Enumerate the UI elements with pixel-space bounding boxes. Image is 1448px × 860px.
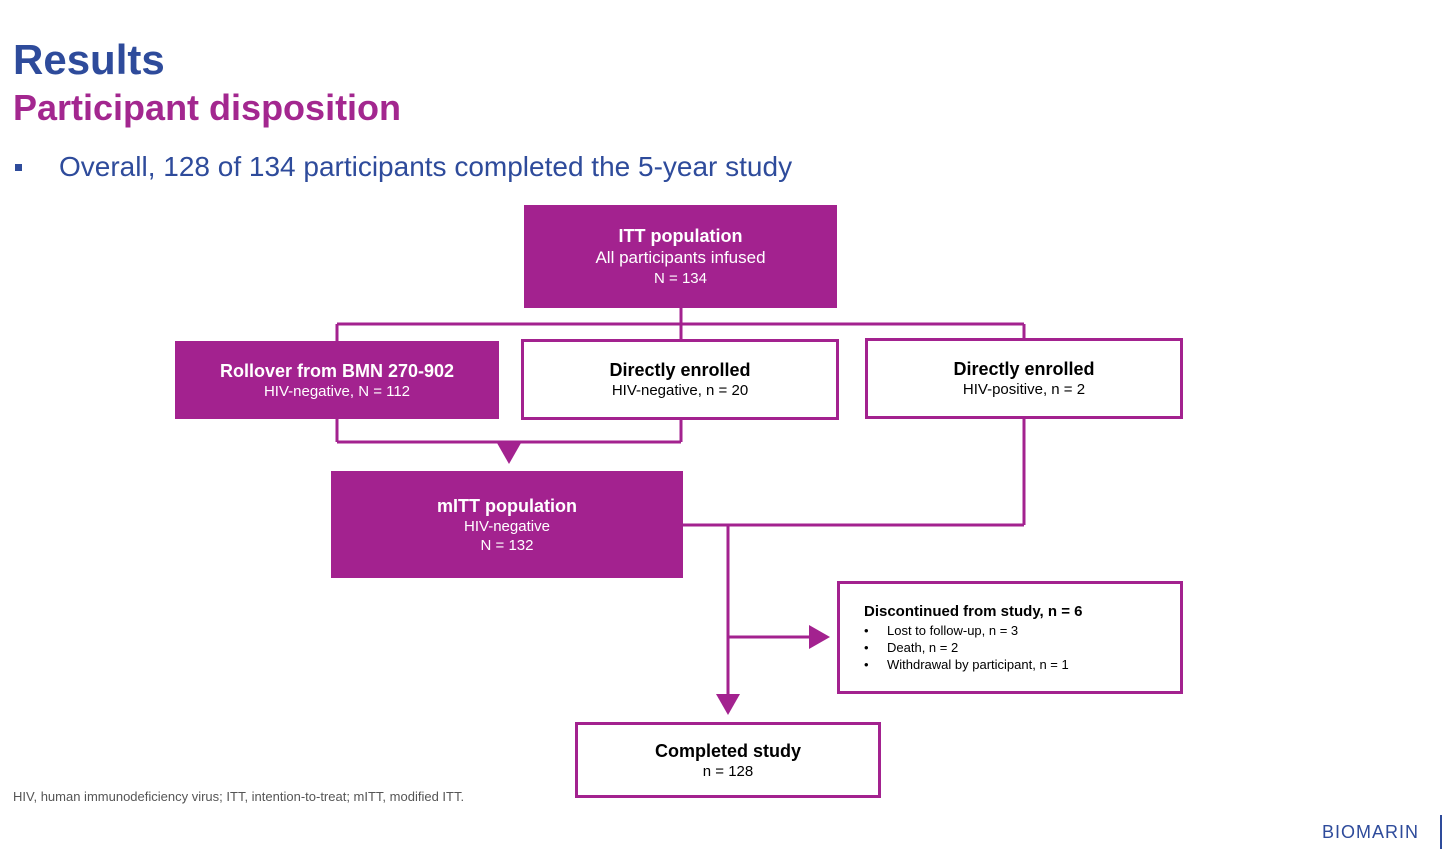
- directly-enrolled-positive-box: Directly enrolled HIV-positive, n = 2: [865, 338, 1183, 419]
- discontinued-title: Discontinued from study, n = 6: [864, 602, 1083, 620]
- itt-description: All participants infused: [595, 248, 766, 267]
- rollover-count: HIV-negative, N = 112: [263, 382, 411, 400]
- directly-enrolled-positive-count: HIV-positive, n = 2: [962, 381, 1086, 398]
- completed-count: n = 128: [702, 762, 754, 780]
- slide-subtitle: Participant disposition: [13, 87, 402, 128]
- logo-divider: [1440, 815, 1442, 849]
- biomarin-logo: BIOMARIN: [1322, 822, 1420, 842]
- rollover-title: Rollover from BMN 270-902: [219, 360, 455, 381]
- itt-population-box: ITT population All participants infused …: [524, 205, 837, 308]
- discontinued-reasons: Lost to follow-up, n = 3 Death, n = 2 Wi…: [864, 622, 1069, 673]
- square-bullet-icon: [15, 163, 22, 171]
- directly-enrolled-negative-title: Directly enrolled: [609, 360, 751, 380]
- itt-count: N = 134: [654, 270, 707, 287]
- discontinued-reason-item: Death, n = 2: [864, 639, 1069, 656]
- directly-enrolled-positive-title: Directly enrolled: [953, 359, 1095, 379]
- summary-bullet: Overall, 128 of 134 participants complet…: [15, 150, 792, 184]
- slide-title: Results: [13, 36, 165, 83]
- abbreviations-footnote: HIV, human immunodeficiency virus; ITT, …: [13, 789, 465, 804]
- mitt-count: N = 132: [480, 536, 534, 554]
- rollover-box: Rollover from BMN 270-902 HIV-negative, …: [175, 341, 499, 419]
- summary-bullet-text: Overall, 128 of 134 participants complet…: [59, 151, 793, 182]
- directly-enrolled-negative-count: HIV-negative, n = 20: [611, 382, 749, 399]
- discontinued-reason-item: Withdrawal by participant, n = 1: [864, 656, 1069, 673]
- mitt-title: mITT population: [437, 495, 577, 516]
- itt-title: ITT population: [618, 226, 743, 246]
- mitt-population-box: mITT population HIV-negative N = 132: [331, 471, 683, 578]
- discontinued-box: Discontinued from study, n = 6 Lost to f…: [837, 581, 1183, 694]
- discontinued-reason-item: Lost to follow-up, n = 3: [864, 622, 1069, 639]
- completed-study-box: Completed study n = 128: [575, 722, 881, 798]
- mitt-description: HIV-negative: [464, 517, 550, 535]
- directly-enrolled-negative-box: Directly enrolled HIV-negative, n = 20: [521, 339, 839, 420]
- completed-title: Completed study: [654, 740, 801, 761]
